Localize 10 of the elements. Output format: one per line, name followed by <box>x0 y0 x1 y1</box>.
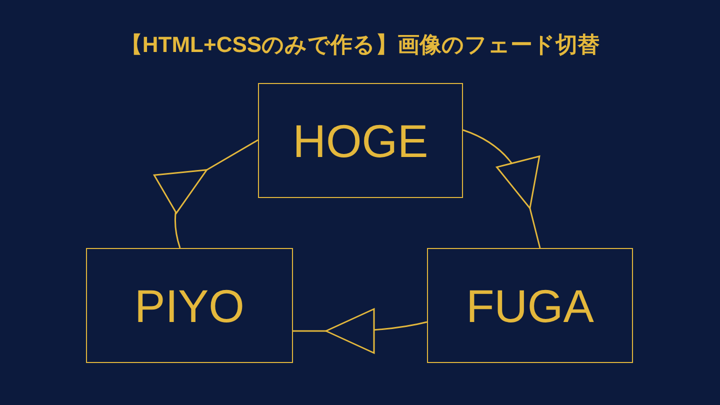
process-box <box>86 248 293 363</box>
box-label: FUGA <box>466 282 594 328</box>
arrow <box>293 308 428 354</box>
box-label: PIYO <box>134 282 244 328</box>
process-box <box>258 83 463 198</box>
arrow <box>462 129 541 248</box>
arrow <box>153 139 258 248</box>
box-label: HOGE <box>292 118 428 164</box>
title: 【HTML+CSSのみで作る】画像のフェード切替 <box>119 31 601 59</box>
process-box <box>427 248 633 363</box>
